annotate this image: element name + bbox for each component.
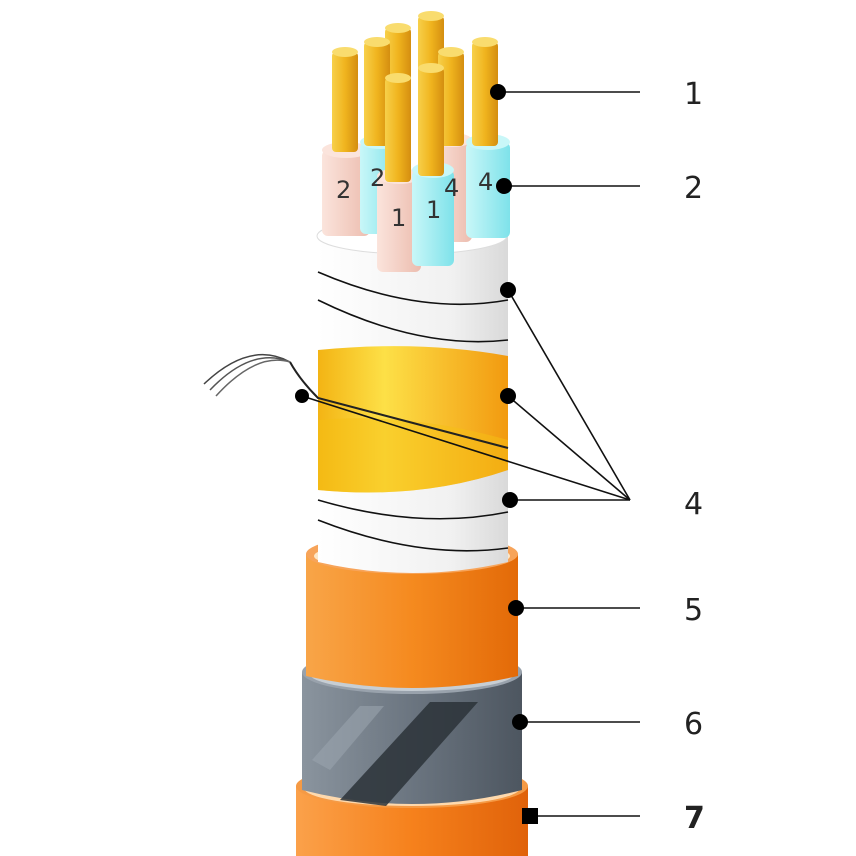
callout-label-5: 5 (684, 593, 703, 628)
core-marking: 4 (444, 174, 459, 202)
callout-label-6: 6 (684, 707, 703, 742)
leader-lines (301, 91, 640, 817)
core-marking: 2 (370, 164, 385, 192)
core-marking: 1 (426, 196, 441, 224)
callout-label-7: 7 (684, 801, 705, 836)
callout-label-2: 2 (684, 171, 703, 206)
tape-layers (203, 217, 509, 573)
leader-dots (295, 84, 538, 824)
core-marking: 4 (478, 168, 493, 196)
core-marking: 2 (336, 176, 351, 204)
core-markings: 2 2 1 1 4 4 (336, 164, 493, 232)
callout-label-1: 1 (684, 77, 703, 112)
callout-label-4: 4 (684, 487, 703, 522)
cores (322, 11, 510, 272)
callout-labels: 1 2 4 5 6 7 (684, 77, 705, 836)
core-marking: 1 (391, 204, 406, 232)
